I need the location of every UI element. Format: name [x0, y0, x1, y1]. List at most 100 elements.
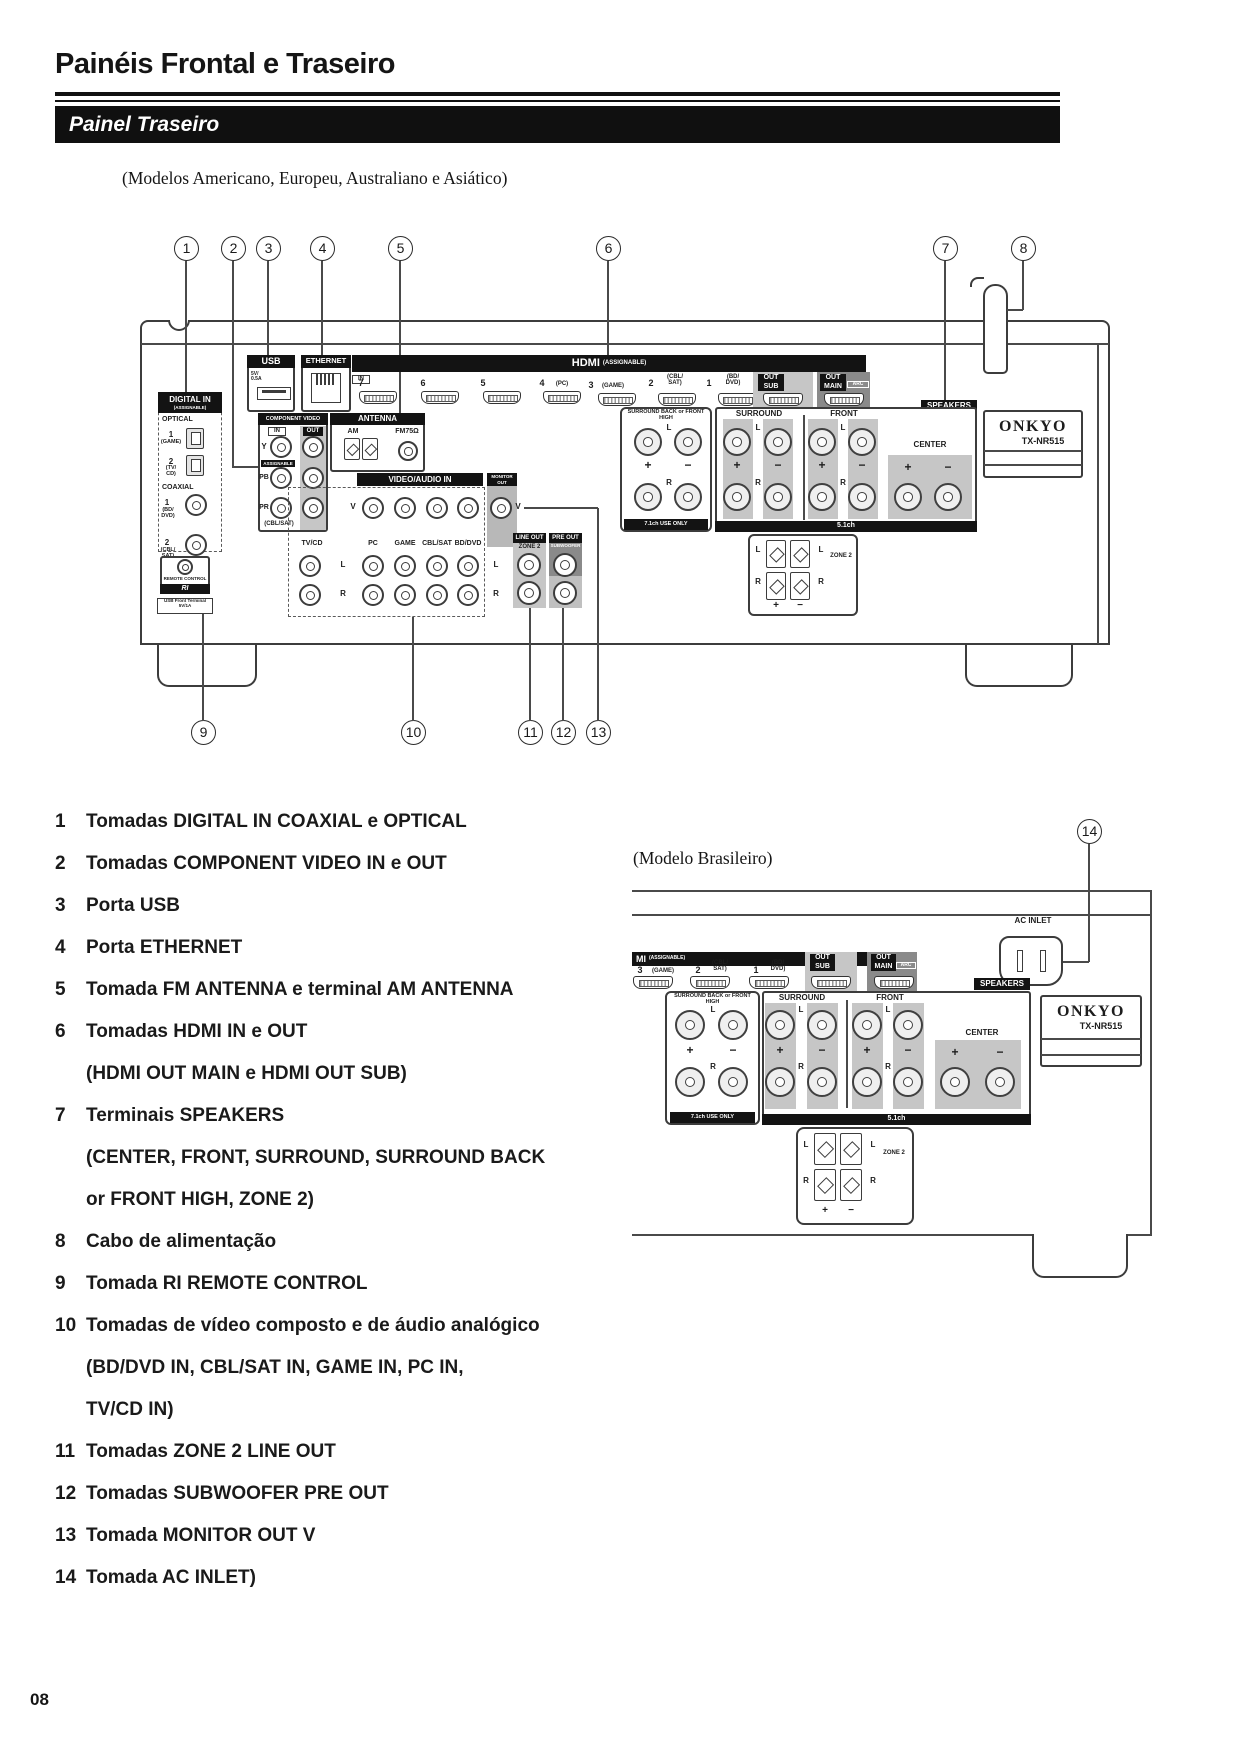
am-label: AM	[347, 428, 359, 435]
cblsat-l-jack	[426, 555, 448, 577]
callout-leader	[321, 261, 323, 356]
hdmi-port-4	[543, 391, 581, 404]
component-source-label: (CBL/SAT)	[264, 521, 294, 527]
list-item-continuation: TV/CD IN)	[86, 1399, 174, 1420]
bddvd-l-jack	[457, 555, 479, 577]
br-top-line	[632, 890, 1152, 892]
power-cord	[983, 284, 1008, 374]
br-surround-back-label: SURROUND BACK or FRONT HIGH	[674, 993, 751, 1005]
br-center-plus: +	[951, 1045, 959, 1059]
br-out-main-label: OUT MAIN	[871, 954, 896, 971]
pc-r-jack	[362, 584, 384, 606]
coaxial-2-source: (CBL/ SAT)	[160, 547, 176, 559]
optical-port-1	[186, 428, 204, 449]
callout-8: 8	[1011, 236, 1036, 261]
zone2-r-left: R	[755, 577, 761, 586]
br-hdmi-port-1	[749, 976, 789, 989]
br-zone2-r-right: R	[870, 1176, 876, 1185]
optical-label: OPTICAL	[162, 416, 193, 423]
hdmi-assignable: (ASSIGNABLE)	[602, 360, 647, 367]
monitor-out-v-label: V	[515, 502, 521, 511]
brazil-caption: (Modelo Brasileiro)	[633, 848, 773, 868]
bddvd-r-jack	[457, 584, 479, 606]
zone2-plus: +	[773, 600, 779, 611]
br-zone2-clip	[840, 1133, 862, 1165]
br-sb-plus: +	[686, 1043, 694, 1057]
callout-1: 1	[174, 236, 199, 261]
v-row-label: V	[350, 502, 356, 511]
fm-label: FM75Ω	[395, 428, 419, 435]
tvcd-l-jack	[299, 555, 321, 577]
fm-jack	[398, 441, 418, 461]
br-nameplate-line	[1041, 1054, 1141, 1056]
pc-l-jack	[362, 555, 384, 577]
callout-9: 9	[191, 720, 216, 745]
hdmi-out-sub-port	[763, 393, 803, 406]
ethernet-port	[311, 373, 341, 403]
component-out-tag: OUT	[303, 427, 323, 436]
br-hdmi-3-num: 3	[637, 965, 643, 975]
br-hdmi-port-2	[690, 976, 730, 989]
surround-back-label: SURROUND BACK or FRONT HIGH	[627, 409, 705, 421]
pre-out-header: PRE OUT	[549, 533, 582, 543]
callout-13: 13	[586, 720, 611, 745]
callout-leader	[1007, 309, 1023, 311]
br-zone2-r-left: R	[803, 1176, 809, 1185]
br-arc-tag: ARC	[896, 962, 916, 970]
ac-inlet-label: AC INLET	[1014, 916, 1052, 925]
br-zone2-speaker-label: ZONE 2	[883, 1150, 905, 1156]
br-zone2-clip	[814, 1133, 836, 1165]
am-terminal-2	[362, 438, 378, 460]
br-out-sub-label: OUT SUB	[810, 954, 835, 971]
ch71-label: 7.1ch USE ONLY	[624, 519, 708, 530]
br-hdmi-title-cut: MI	[636, 953, 646, 964]
optical-port-2	[186, 455, 204, 476]
surround-label: SURROUND	[735, 409, 783, 418]
l-row-label-2: L	[493, 560, 499, 569]
section-banner-label: Painel Traseiro	[69, 113, 220, 136]
surround-r-minus-post	[764, 483, 792, 511]
br-center-minus: −	[996, 1045, 1004, 1059]
callout-4: 4	[310, 236, 335, 261]
nameplate-line	[984, 464, 1082, 466]
callout-leader	[399, 261, 401, 431]
hdmi-port-2	[658, 393, 696, 406]
ac-inlet-pin	[1017, 950, 1023, 972]
coaxial-label: COAXIAL	[162, 484, 194, 491]
monitor-out-header: MONITOR OUT	[487, 473, 517, 486]
foot-right	[965, 645, 1073, 687]
front-l-plus-post	[808, 428, 836, 456]
br-front-r-minus-post	[893, 1067, 923, 1097]
component-pr-in-jack	[270, 497, 292, 519]
component-video-title: COMPONENT VIDEO	[258, 413, 328, 425]
coaxial-jack-1	[185, 494, 207, 516]
br-bottom-line-2	[1126, 1234, 1152, 1236]
tvcd-r-jack	[299, 584, 321, 606]
br-surround-r-plus-post	[765, 1067, 795, 1097]
surround-minus: −	[774, 458, 782, 472]
br-zone2-minus: −	[848, 1205, 854, 1216]
callout-leader	[232, 261, 234, 467]
list-item-continuation: (CENTER, FRONT, SURROUND, SURROUND BACK	[86, 1147, 546, 1168]
br-front-r-plus-post	[852, 1067, 882, 1097]
br-out-main-port	[874, 976, 914, 989]
br-front-r-label: R	[885, 1062, 891, 1071]
subwoofer-jack-2	[553, 581, 577, 605]
br-brand-logo: ONKYO	[1057, 1003, 1125, 1020]
br-front-label: FRONT	[876, 993, 904, 1002]
callout-leader	[1022, 261, 1024, 310]
center-minus-post	[934, 483, 962, 511]
ri-logo: RI	[160, 584, 210, 594]
br-surround-label: SURROUND	[778, 993, 826, 1002]
br-surround-minus: −	[818, 1043, 826, 1057]
monitor-out-line	[524, 507, 598, 509]
line-out-header: LINE OUT	[513, 533, 546, 543]
callout-leader	[562, 608, 564, 721]
